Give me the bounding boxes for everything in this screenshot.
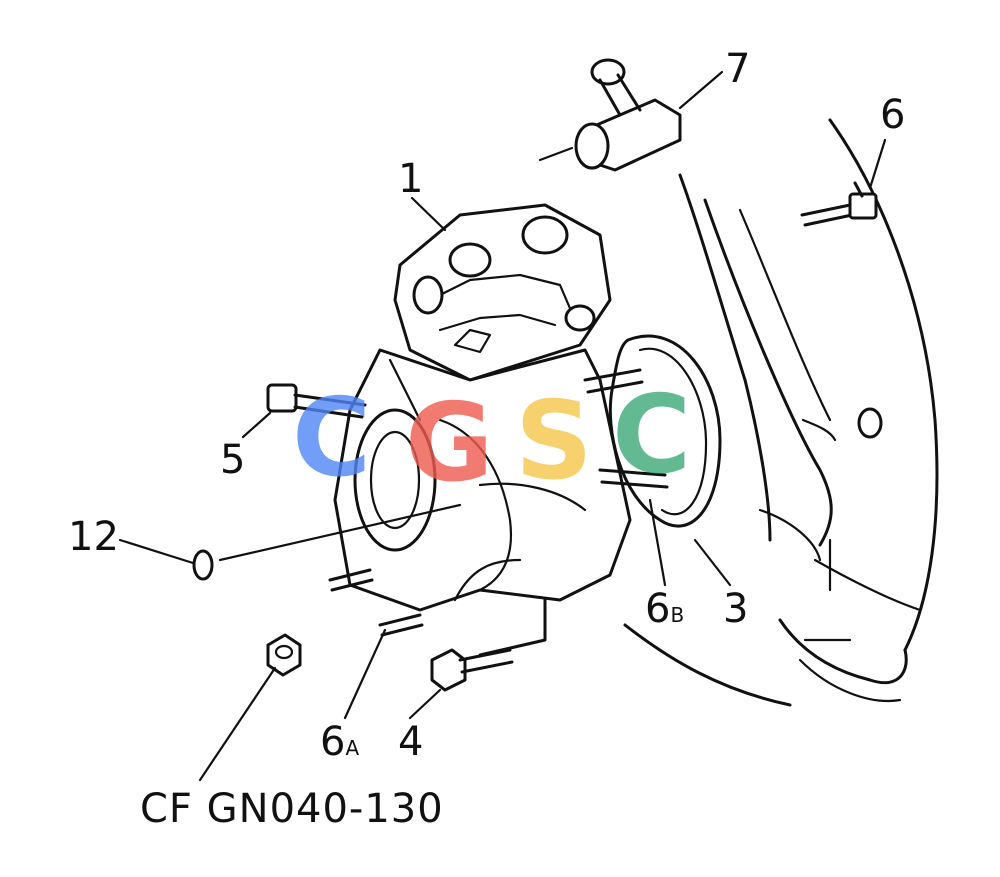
callout-7: 7 — [725, 46, 750, 92]
bolt-6 — [800, 181, 878, 227]
watermark-letter-c: C — [292, 376, 371, 501]
bolt-4 — [430, 648, 514, 692]
watermark-letter-c: C — [612, 373, 691, 498]
callout-6a: 6A — [320, 719, 359, 765]
callout-6: 6 — [880, 92, 905, 138]
callout-3: 3 — [723, 586, 748, 632]
washer-12 — [192, 503, 462, 581]
engine-housing — [623, 118, 939, 707]
watermark-letter-s: S — [515, 379, 593, 504]
callout-1: 1 — [398, 156, 423, 202]
callout-12: 12 — [68, 514, 119, 560]
callout-6b: 6B — [645, 586, 684, 632]
fitting-7 — [538, 58, 682, 172]
callout-5: 5 — [220, 437, 245, 483]
leader-lines — [118, 70, 887, 782]
reference-code: CF GN040-130 — [140, 786, 444, 832]
compressor-1 — [328, 203, 669, 657]
watermark-letter-g: G — [405, 381, 494, 506]
callout-4: 4 — [398, 719, 423, 765]
cgsc-watermark: C G S C — [292, 373, 691, 506]
nut-reference-part — [266, 633, 302, 677]
callout-labels: 1 3 4 5 6 6A 6B 7 12 — [68, 46, 905, 765]
gasket-3 — [608, 334, 722, 528]
bolt-5 — [266, 383, 367, 419]
